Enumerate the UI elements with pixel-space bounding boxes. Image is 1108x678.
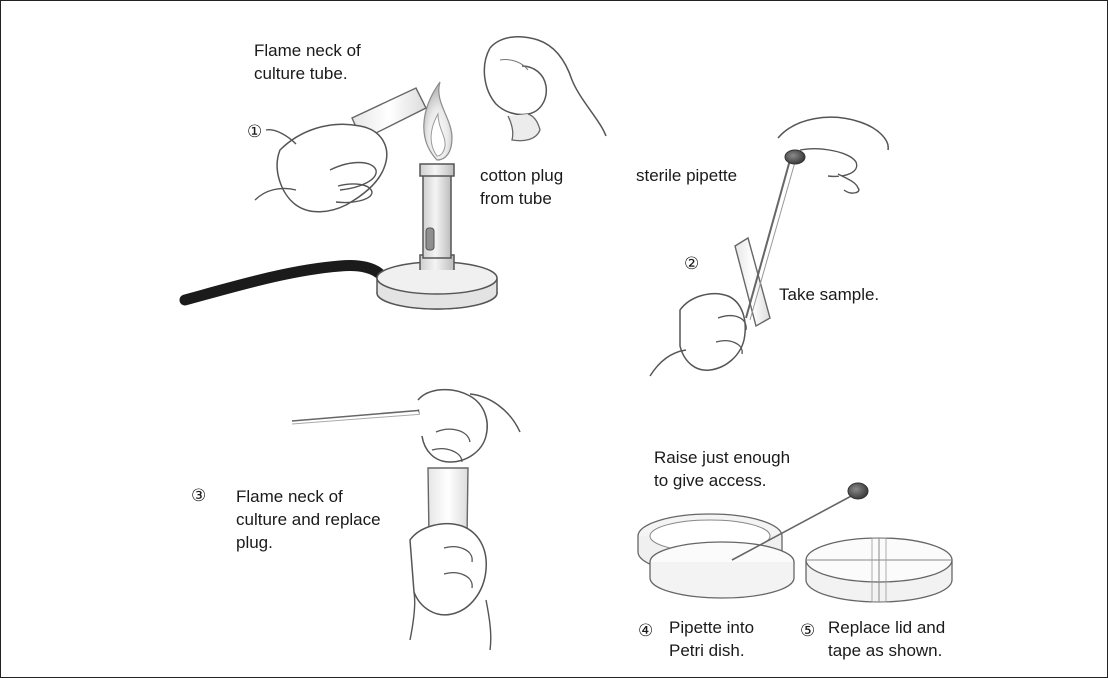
step1-number: ① <box>247 122 262 142</box>
step5-caption-line1: Replace lid and <box>828 617 945 638</box>
step3-caption-line3: plug. <box>236 532 273 553</box>
step5-number: ⑤ <box>800 621 815 641</box>
step3-caption-line2: culture and replace <box>236 509 381 530</box>
culture-tube-hand <box>410 468 491 650</box>
raise-lid-caption-line1: Raise just enough <box>654 447 790 468</box>
hand-holding-cotton-plug <box>484 37 606 141</box>
step4-caption-line2: Petri dish. <box>669 640 745 661</box>
step3-caption-line1: Flame neck of <box>236 486 343 507</box>
step4-number: ④ <box>638 621 653 641</box>
cotton-plug-label-line1: cotton plug <box>480 165 563 186</box>
step3-number: ③ <box>191 486 206 506</box>
pipette-and-tube <box>650 117 888 376</box>
hand-holding-tube <box>255 88 426 212</box>
step4-caption-line1: Pipette into <box>669 617 754 638</box>
step2-caption: Take sample. <box>779 284 879 305</box>
step1-caption-line2: culture tube. <box>254 63 348 84</box>
cotton-plug-label-line2: from tube <box>480 188 552 209</box>
step1-caption-line1: Flame neck of <box>254 40 361 61</box>
pipette-and-plug-hand <box>292 390 520 462</box>
step5-caption-line2: tape as shown. <box>828 640 942 661</box>
step2-number: ② <box>684 254 699 274</box>
raise-lid-caption-line2: to give access. <box>654 470 766 491</box>
petri-dish-taped <box>806 538 952 602</box>
sterile-pipette-label: sterile pipette <box>636 165 737 186</box>
